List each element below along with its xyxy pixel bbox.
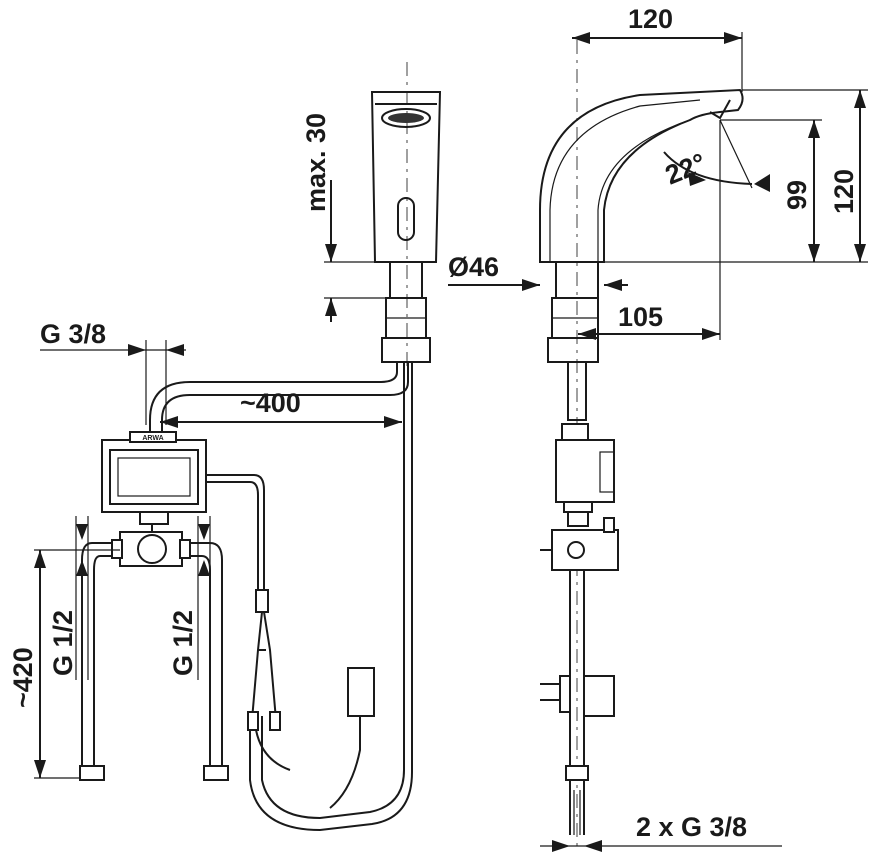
dimension-height-outlet: 99 [720, 119, 822, 262]
label-height-outlet: 99 [782, 180, 812, 210]
box-marking: ARWA [142, 435, 163, 442]
valve-assembly [79, 524, 229, 781]
dimension-reach: 105 [578, 302, 720, 340]
dimension-hose-length: ~400 [160, 388, 402, 428]
label-right-thread: G 1/2 [168, 610, 198, 676]
label-left-thread: G 1/2 [48, 610, 78, 676]
dimension-bottom-thread: 2 x G 3/8 [540, 812, 782, 852]
side-view-tap [539, 40, 744, 850]
dimension-inlet-thread: G 3/8 [40, 319, 186, 425]
label-width-top: 120 [628, 4, 673, 34]
dimension-spout-height: max. 30 [301, 113, 390, 322]
label-spout-height: max. 30 [301, 113, 331, 212]
label-inlet-thread: G 3/8 [40, 319, 106, 349]
control-box: ARWA [101, 431, 207, 525]
dimension-body-diameter: Ø46 [448, 252, 628, 291]
sensor-cable [206, 474, 375, 809]
supply-hose [149, 362, 413, 832]
label-connector-length: ~420 [8, 647, 38, 708]
dimension-connector-length: ~420 [8, 549, 120, 779]
dimension-width-top: 120 [572, 4, 743, 92]
label-angle: 22° [661, 147, 710, 190]
label-height-total: 120 [829, 169, 859, 214]
dimension-angle: 22° [661, 119, 770, 340]
label-bottom-thread: 2 x G 3/8 [636, 812, 747, 842]
label-hose-length: ~400 [240, 388, 301, 418]
dimension-left-thread: G 1/2 [48, 516, 89, 680]
label-reach: 105 [618, 302, 663, 332]
label-body-diameter: Ø46 [448, 252, 499, 282]
dimension-right-thread: G 1/2 [168, 516, 211, 680]
dimension-height-total: 120 [604, 89, 868, 263]
front-view-tap [370, 62, 442, 370]
